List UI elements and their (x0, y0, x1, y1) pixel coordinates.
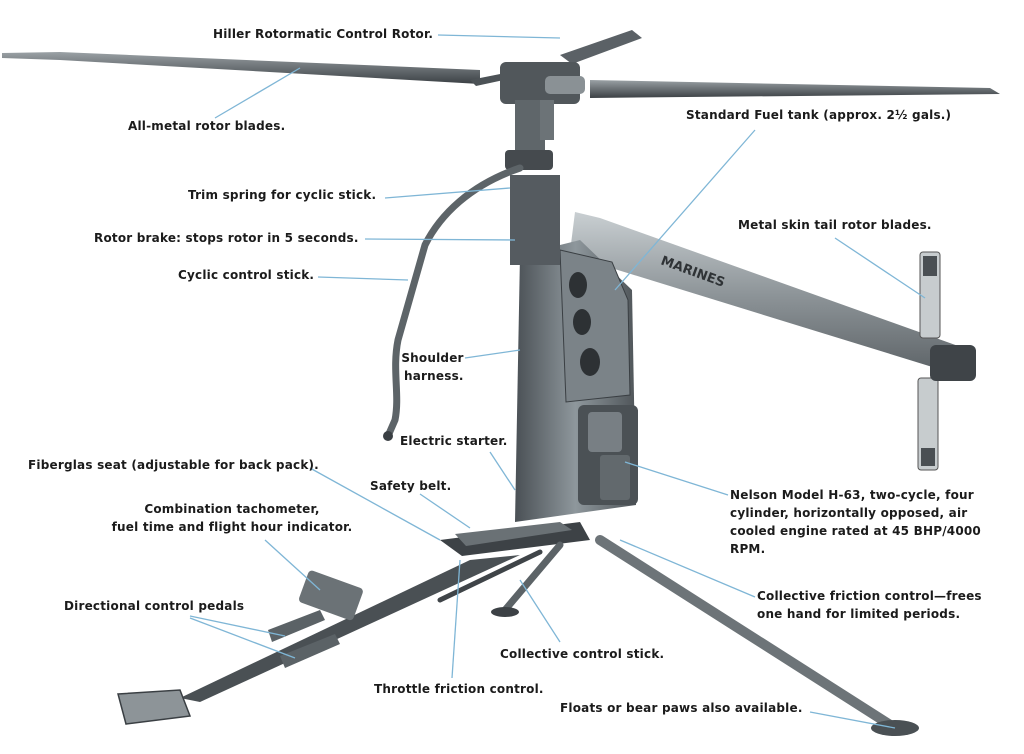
label-tachometer-line-2: fuel time and flight hour indicator. (111, 520, 353, 534)
tachometer-box (299, 570, 363, 621)
leader-collective-friction (619, 539, 756, 598)
collective-stick (437, 549, 543, 603)
label-rotor-brake: Rotor brake: stops rotor in 5 seconds. (94, 231, 359, 245)
tail-boom-group: MARINES (570, 212, 976, 471)
leader-safety-belt (419, 493, 471, 529)
cyclic-stick (384, 164, 524, 440)
label-shoulder-harness-line-1: Shoulder (401, 351, 464, 365)
leader-control-rotor (437, 34, 561, 39)
tail-boom (570, 212, 975, 378)
fuselage (510, 175, 638, 522)
label-cyclic-stick: Cyclic control stick. (178, 268, 315, 282)
leader-pedals-1 (189, 615, 286, 637)
label-collective-friction-line-2: one hand for limited periods. (757, 607, 961, 621)
label-engine-line-2: cylinder, horizontally opposed, air (730, 506, 968, 520)
leader-shoulder-harness (464, 349, 521, 359)
pedal-left (268, 610, 325, 642)
leader-cyclic-stick (317, 276, 409, 281)
lower-structure (117, 522, 919, 736)
fuel-tank-panel (559, 249, 631, 403)
label-shoulder-harness: Shoulder harness. (388, 349, 464, 385)
front-foot-pan (117, 689, 192, 725)
leader-electric-starter (489, 451, 516, 491)
cyclic-grip (383, 431, 393, 441)
leader-collective-stick (519, 579, 561, 643)
rotor-blade-right (590, 80, 1000, 98)
label-trim-spring: Trim spring for cyclic stick. (188, 188, 377, 202)
lightening-hole-1 (569, 272, 587, 298)
lightening-hole-3 (580, 348, 600, 376)
label-tachometer-line-1: Combination tachometer, (144, 502, 320, 516)
tail-rotor-blade-lower (917, 377, 939, 471)
rotor-blade-left (2, 52, 480, 84)
side-leg (501, 541, 564, 614)
leader-lines (189, 34, 926, 729)
leader-seat (309, 467, 441, 541)
main-rotor (2, 30, 1000, 170)
leader-tail-rotor-blades (834, 237, 926, 299)
tail-rotor-hub (930, 345, 976, 381)
leader-rotor-brake (364, 238, 516, 241)
label-tachometer: Combination tachometer, fuel time and fl… (106, 500, 358, 536)
leader-rotor-blades (214, 67, 301, 119)
tail-rotor-blade-lower-tip (921, 448, 935, 466)
label-collective-friction: Collective friction control—frees one ha… (757, 587, 982, 623)
label-collective-stick: Collective control stick. (500, 647, 665, 661)
label-fuel-tank: Standard Fuel tank (approx. 2½ gals.) (686, 108, 952, 122)
rear-leg (595, 535, 900, 733)
label-pedals: Directional control pedals (64, 599, 245, 613)
side-foot (491, 607, 519, 617)
label-engine-line-4: RPM. (730, 542, 766, 556)
mast-frame (510, 175, 560, 265)
engine-cylinder-head (588, 412, 622, 452)
mast-upper-link (540, 100, 554, 140)
pedal-boom (180, 555, 520, 702)
label-engine-line-3: cooled engine rated at 45 BHP/4000 (730, 524, 981, 538)
label-tail-rotor-blades: Metal skin tail rotor blades. (738, 218, 932, 232)
label-safety-belt: Safety belt. (370, 479, 452, 493)
label-shoulder-harness-line-2: harness. (404, 369, 464, 383)
label-rotor-blades: All-metal rotor blades. (128, 119, 286, 133)
label-electric-starter: Electric starter. (400, 434, 508, 448)
leader-tachometer (264, 539, 321, 591)
label-control-rotor: Hiller Rotormatic Control Rotor. (213, 27, 434, 41)
leader-trim-spring (384, 187, 511, 199)
swashplate (505, 150, 553, 170)
leader-pedals-2 (189, 617, 296, 659)
seat-cushion (455, 522, 572, 546)
label-throttle-friction: Throttle friction control. (374, 682, 544, 696)
control-rotor-paddle (560, 30, 642, 64)
leader-throttle-friction (451, 559, 461, 679)
label-floats: Floats or bear paws also available. (560, 701, 803, 715)
leader-floats (809, 711, 896, 729)
label-engine: Nelson Model H-63, two-cycle, four cylin… (730, 486, 981, 558)
lightening-hole-2 (573, 309, 591, 335)
leader-engine (624, 461, 729, 496)
label-engine-line-1: Nelson Model H-63, two-cycle, four (730, 488, 974, 502)
label-seat: Fiberglas seat (adjustable for back pack… (28, 458, 319, 472)
engine-lower-case (600, 455, 630, 500)
pedal-right (280, 634, 340, 668)
label-collective-friction-line-1: Collective friction control—frees (757, 589, 982, 603)
leader-fuel-tank (614, 129, 756, 291)
rotor-hub-cap (545, 76, 585, 94)
tail-rotor-blade-upper-tip (923, 256, 937, 276)
